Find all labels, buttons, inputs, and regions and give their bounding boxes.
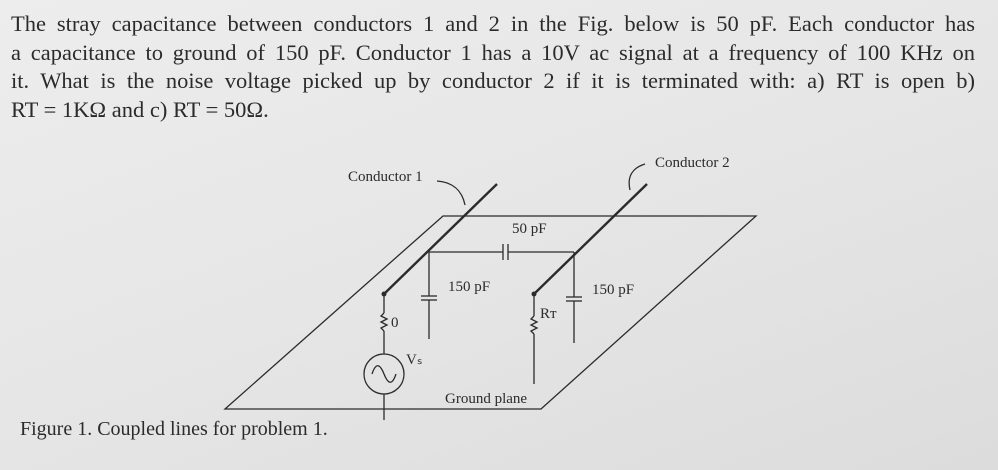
- conductor-1-line: [383, 183, 498, 295]
- problem-statement: The stray capacitance between conductors…: [11, 10, 975, 124]
- ground-plane-label: Ground plane: [445, 391, 527, 407]
- conductor-2-pointer-icon: [628, 163, 646, 191]
- termination-resistor-icon: [529, 315, 539, 335]
- problem-line-2: a capacitance to ground of 150 pF. Condu…: [11, 39, 975, 65]
- termination-label: Rᴛ: [540, 306, 557, 322]
- cap2-label: 150 pF: [592, 282, 634, 298]
- source-label: Vₛ: [406, 352, 422, 368]
- conductor-2-line: [533, 183, 648, 295]
- source-resistor-icon: [379, 312, 389, 332]
- conductor-2-end-node: [531, 291, 537, 297]
- conductor-1-label: Conductor 1: [348, 169, 423, 185]
- conductor-1-pointer-icon: [436, 180, 466, 206]
- coupling-cap-label: 50 pF: [512, 221, 547, 237]
- conductor-2-label: Conductor 2: [655, 155, 730, 171]
- source-resistance-label: 0: [391, 315, 399, 331]
- conductor-1-end-node: [381, 291, 387, 297]
- ground-plane: [223, 215, 758, 410]
- sine-wave-icon: [371, 365, 397, 383]
- figure-caption: Figure 1. Coupled lines for problem 1.: [20, 418, 328, 440]
- problem-line-4: RT = 1KΩ and c) RT = 50Ω.: [11, 96, 269, 122]
- problem-line-1: The stray capacitance between conductors…: [11, 11, 975, 36]
- problem-line-3: it. What is the noise voltage picked up …: [11, 68, 975, 93]
- cap1-label: 150 pF: [448, 279, 490, 295]
